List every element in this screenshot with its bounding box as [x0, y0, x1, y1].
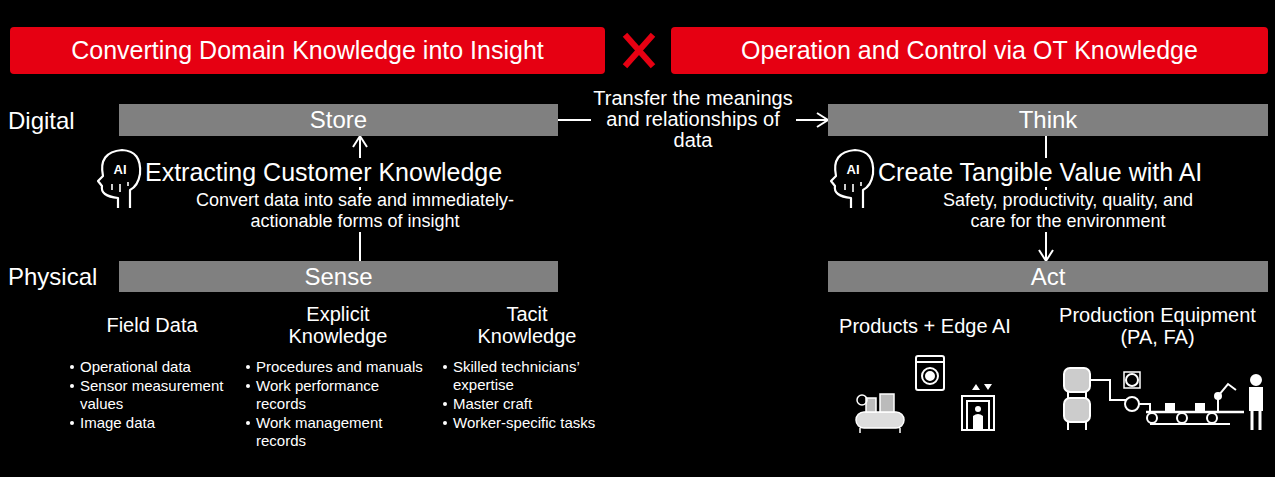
column-heading: Products + Edge AI — [820, 315, 1030, 338]
compressor-icon — [856, 394, 904, 433]
bullet-item: Work performance records — [256, 377, 431, 413]
bullet-dot — [246, 365, 250, 369]
column-heading: Field Data — [62, 314, 242, 337]
red-cross — [627, 37, 651, 64]
layer-label: Digital — [8, 107, 118, 135]
section-body: Convert data into safe and immediately-a… — [165, 190, 545, 232]
bullet-dot — [443, 365, 447, 369]
box-text: Store — [310, 106, 367, 134]
section-heading: Create Tangible Value with AI — [878, 158, 1268, 187]
column-heading: Production Equipment (PA, FA) — [1045, 304, 1270, 348]
bullet-item: Sensor measurement values — [80, 377, 240, 413]
box-text: Think — [1019, 106, 1078, 134]
box-text: Act — [1031, 263, 1066, 291]
bullet-dot — [443, 402, 447, 406]
layer-label: Physical — [8, 263, 118, 291]
stage-bar: Sense — [119, 261, 558, 292]
bullet-dot — [70, 365, 74, 369]
bullet-item: Procedures and manuals — [256, 358, 431, 376]
bullet-item: Image data — [80, 414, 240, 432]
elevator-icon — [962, 384, 994, 430]
icon-text: AI — [839, 162, 867, 177]
stage-bar: Store — [119, 104, 558, 136]
bullet-dot — [246, 384, 250, 388]
stage-bar: Think — [828, 104, 1268, 136]
bullet-item: Skilled technicians’ expertise — [453, 358, 613, 394]
header-banner: Operation and Control via OT Knowledge — [671, 27, 1268, 74]
ai-head-icon — [98, 150, 140, 208]
bullet-dot — [70, 384, 74, 388]
bullet-item: Operational data — [80, 358, 240, 376]
header-banner: Converting Domain Knowledge into Insight — [10, 27, 605, 74]
bullet-item: Master craft — [453, 395, 613, 413]
edge-label: Transfer the meanings and relationships … — [591, 88, 796, 151]
bullet-dot — [70, 421, 74, 425]
box-text: Operation and Control via OT Knowledge — [741, 36, 1198, 65]
bullet-dot — [443, 421, 447, 425]
column-heading: Tacit Knowledge — [462, 303, 592, 347]
box-text: Sense — [304, 263, 372, 291]
bullet-dot — [246, 421, 250, 425]
production-equipment-illustration — [1064, 368, 1262, 430]
section-heading: Extracting Customer Knowledge — [145, 158, 565, 187]
bullet-item: Work management records — [256, 414, 431, 450]
box-text: Converting Domain Knowledge into Insight — [71, 36, 544, 65]
icon-text: AI — [106, 162, 134, 177]
column-heading: Explicit Knowledge — [273, 303, 403, 347]
stage-bar: Act — [828, 261, 1268, 292]
section-body: Safety, productivity, quality, and care … — [933, 190, 1203, 232]
ai-head-icon — [831, 150, 873, 208]
bullet-item: Worker-specific tasks — [453, 414, 613, 432]
washing-machine-icon — [916, 356, 944, 390]
